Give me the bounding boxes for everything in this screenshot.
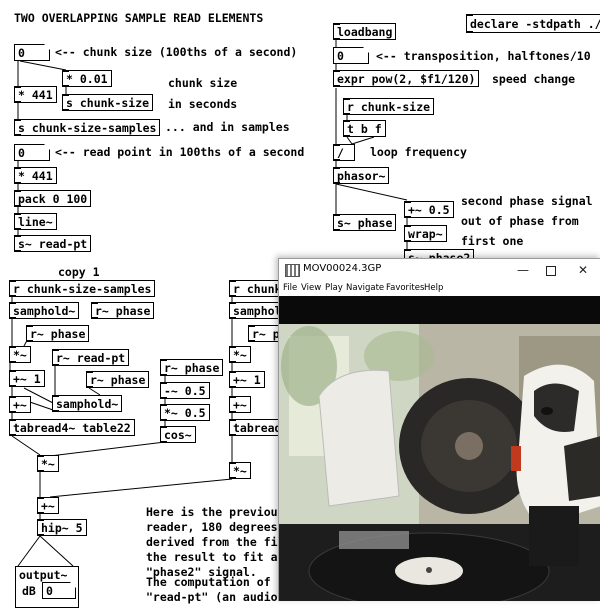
- player-title-bar[interactable]: MOV00024.3GP — ✕: [279, 259, 600, 281]
- plus-signal-object[interactable]: +~: [9, 396, 31, 413]
- hip-object[interactable]: hip~ 5: [37, 519, 87, 536]
- menu-play[interactable]: Play: [325, 283, 343, 293]
- maximize-button[interactable]: [537, 261, 565, 279]
- times-half-object[interactable]: *~ 0.5: [160, 404, 210, 421]
- db-label: dB: [22, 584, 36, 598]
- minus-half-object[interactable]: -~ 0.5: [160, 382, 210, 399]
- db-number-box[interactable]: 0: [42, 582, 76, 599]
- times-001-object[interactable]: * 0.01: [62, 70, 112, 87]
- r-chunk-size-object[interactable]: r chunk-size: [343, 98, 435, 115]
- menu-favorites[interactable]: Favorites: [386, 283, 425, 293]
- speed-change-comment: speed change: [492, 72, 576, 86]
- plus-signal-copy2-object[interactable]: +~: [229, 396, 251, 413]
- phasor-object[interactable]: phasor~: [333, 167, 390, 184]
- wrap-object[interactable]: wrap~: [404, 225, 447, 242]
- close-button[interactable]: ✕: [569, 261, 597, 279]
- divide-object[interactable]: /: [333, 144, 355, 161]
- samphold-2-object[interactable]: samphold~: [52, 395, 123, 412]
- transposition-number-box[interactable]: 0: [333, 47, 369, 64]
- expr-object[interactable]: expr pow(2, $f1/120): [333, 70, 480, 87]
- sum-object[interactable]: +~: [37, 497, 59, 514]
- times-signal-copy2b-object[interactable]: *~: [229, 462, 251, 479]
- patch-title: TWO OVERLAPPING SAMPLE READ ELEMENTS: [14, 11, 264, 25]
- plus-1-copy2-object[interactable]: +~ 1: [229, 371, 265, 388]
- menu-view[interactable]: View: [301, 283, 322, 293]
- times-441-object[interactable]: * 441: [14, 86, 57, 103]
- media-player-window[interactable]: MOV00024.3GP — ✕ File View Play Navigate…: [278, 258, 600, 608]
- s-phase-object[interactable]: s~ phase: [333, 214, 397, 231]
- line-object[interactable]: line~: [14, 213, 57, 230]
- chunk-seconds-comment: chunk size in seconds: [168, 76, 238, 111]
- player-menu-bar: File View Play Navigate Favorites Help: [279, 281, 600, 296]
- pack-object[interactable]: pack 0 100: [14, 190, 92, 207]
- explanation-paragraph-1: Here is the previous reader, 180 degrees…: [146, 505, 291, 579]
- times-signal-2-object[interactable]: *~: [37, 455, 59, 472]
- video-frame-image: [279, 296, 600, 608]
- r-phase-a-object[interactable]: r~ phase: [91, 302, 155, 319]
- read-point-number-box[interactable]: 0: [14, 144, 50, 161]
- menu-navigate[interactable]: Navigate: [346, 283, 385, 293]
- explanation-paragraph-2: The computation of "c "read-pt" (an audi…: [146, 575, 291, 604]
- times-signal-object[interactable]: *~: [9, 346, 31, 363]
- r-phase-b-object[interactable]: r~ phase: [26, 325, 90, 342]
- r-chunk-cut-object[interactable]: r chunk-: [229, 280, 293, 297]
- samphold-1-object[interactable]: samphold~: [9, 302, 80, 319]
- maximize-icon: [546, 265, 556, 276]
- video-area[interactable]: [279, 296, 600, 608]
- output-abstraction[interactable]: output~ dB 0: [15, 566, 79, 608]
- declare-object[interactable]: declare -stdpath ./: [466, 14, 600, 33]
- r-phase-c-object[interactable]: r~ phase: [86, 371, 150, 388]
- player-title: MOV00024.3GP: [303, 263, 382, 274]
- plus-1-object[interactable]: +~ 1: [9, 370, 45, 387]
- tabread4-copy2-object[interactable]: tabread4: [229, 419, 293, 436]
- minimize-button[interactable]: —: [517, 263, 529, 277]
- plus-half-object[interactable]: +~ 0.5: [404, 201, 454, 218]
- r-phase-d-object[interactable]: r~ phase: [160, 359, 224, 376]
- samples-comment: ... and in samples: [165, 120, 290, 134]
- tabread4-object[interactable]: tabread4~ table22: [9, 419, 135, 436]
- film-icon: [285, 264, 300, 277]
- close-icon: ✕: [577, 263, 589, 277]
- s-chunk-size-samples-object[interactable]: s chunk-size-samples: [14, 119, 161, 136]
- second-phase-comment: second phase signal out of phase from fi…: [461, 194, 593, 248]
- read-point-comment: <-- read point in 100ths of a second: [55, 145, 305, 159]
- s-read-pt-object[interactable]: s~ read-pt: [14, 235, 92, 252]
- transposition-comment: <-- transposition, halftones/10: [376, 49, 591, 63]
- r-chunk-size-samples-object[interactable]: r chunk-size-samples: [9, 280, 156, 297]
- r-read-pt-object[interactable]: r~ read-pt: [52, 349, 130, 366]
- chunk-size-comment: <-- chunk size (100ths of a second): [55, 45, 298, 59]
- chunk-size-number-box[interactable]: 0: [14, 44, 50, 61]
- times-441b-object[interactable]: * 441: [14, 167, 57, 184]
- cos-object[interactable]: cos~: [160, 426, 196, 443]
- loop-frequency-comment: loop frequency: [370, 145, 467, 159]
- menu-help[interactable]: Help: [424, 283, 444, 293]
- t-b-f-object[interactable]: t b f: [343, 120, 386, 137]
- times-signal-copy2-object[interactable]: *~: [229, 346, 251, 363]
- output-label: output~: [19, 568, 68, 582]
- copy-1-label: copy 1: [58, 265, 100, 279]
- loadbang-object[interactable]: loadbang: [333, 23, 397, 40]
- s-chunk-size-object[interactable]: s chunk-size: [62, 94, 154, 111]
- menu-file[interactable]: File: [283, 283, 298, 293]
